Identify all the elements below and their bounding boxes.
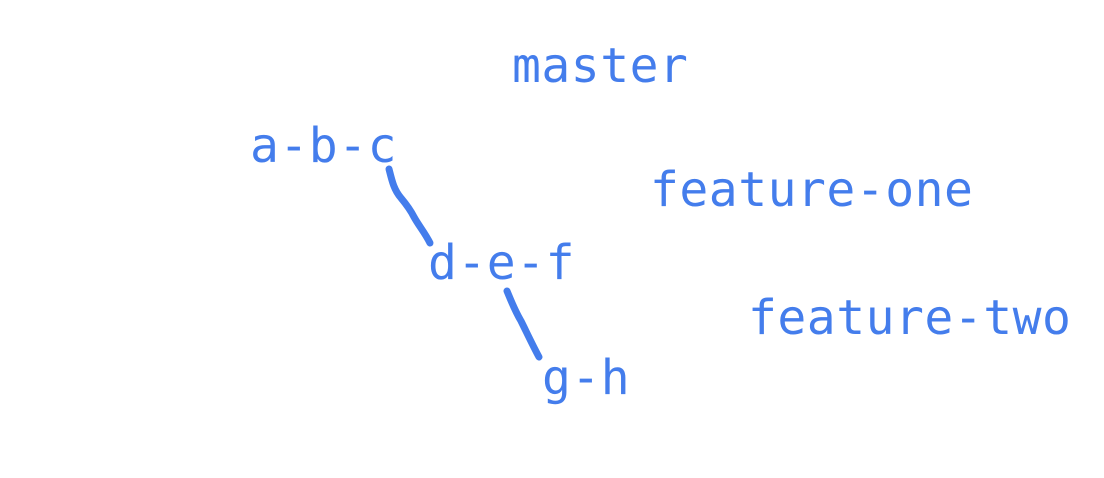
commit-label-a-b-c: a-b-c — [250, 118, 397, 174]
connector-def-to-gh — [503, 287, 543, 361]
branch-label-master: master — [512, 38, 689, 94]
connector-abc-to-def — [385, 165, 434, 247]
commit-label-d-e-f: d-e-f — [428, 235, 575, 291]
branch-label-feature-one: feature-one — [650, 162, 974, 218]
branch-label-feature-two: feature-two — [748, 290, 1072, 346]
commit-label-g-h: g-h — [542, 350, 631, 406]
